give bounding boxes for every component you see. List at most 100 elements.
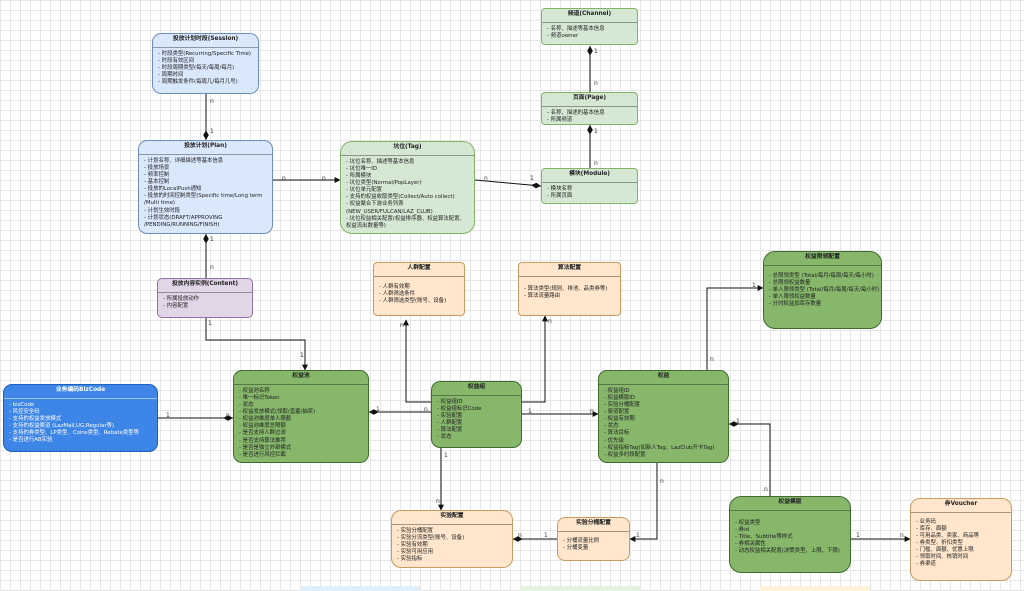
plan-title: 投放计划(Plan): [139, 141, 272, 155]
list-item: 门槛、面额、优惠上限: [916, 547, 1007, 554]
list-item: 算法目标: [604, 430, 724, 437]
list-item: 支持的权益渠道 (LazMall,UG,Regular等): [9, 423, 153, 430]
module-box[interactable]: 模块(Module) 模块名称 所属页面: [541, 168, 638, 204]
list-item: 投放的时间控制类型(Specific time/Long term /Multi…: [144, 193, 268, 207]
edge-label: n: [594, 160, 598, 167]
edge-label: n: [710, 356, 714, 363]
edge-label: n: [210, 98, 214, 105]
channel-fields: 名称、描述等基本信息 频道owner: [542, 23, 637, 42]
content-box[interactable]: 投放内容实例(Content) 所属投放动作 内容配置: [157, 278, 253, 318]
edge-label: n: [400, 322, 404, 329]
list-item: 实验指标: [397, 556, 508, 563]
edge-label: 1: [544, 532, 548, 539]
list-item: 支持的券类型、LP类型、Coins类型、Rebate类型等: [9, 430, 153, 437]
edge-content-pool: [205, 318, 308, 371]
module-fields: 模块名称 所属页面: [542, 183, 637, 202]
bucket-box[interactable]: 实验分桶配置 分桶流量比例 分桶变量: [557, 517, 630, 561]
list-item: 权益聚合下游业务列表 (NEW_USER/FULCAN/LAZ_CLUB): [346, 201, 470, 215]
limit-fields: 总限领类型 (Total/每月/每周/每天/每小时) 总限领权益数量 单人限领类…: [764, 266, 881, 311]
list-item: Title、Subtitle等样式: [735, 534, 846, 541]
list-item: 权益类型: [735, 520, 846, 527]
list-item: 频率控制: [144, 172, 268, 179]
list-item: 投放场景: [144, 165, 268, 172]
bizcode-box[interactable]: 业务编码BizCode bizCode 风控安全码 支持的权益发放模式 支持的权…: [3, 384, 158, 452]
page-fields: 名称、描述的基本信息 所属频道: [542, 107, 637, 124]
edge-group-crowd: [403, 319, 431, 403]
list-item: 权益组标识Code: [437, 406, 517, 413]
list-item: 分桶变量: [563, 545, 625, 552]
pool-box[interactable]: 权益池 权益池名称 唯一标识Token 状态 权益发放模式(领取/直塞/抽奖) …: [233, 370, 369, 463]
limit-box[interactable]: 权益限领配置 总限领类型 (Total/每月/每周/每天/每小时) 总限领权益数…: [763, 251, 882, 329]
bucket-title: 实验分桶配置: [558, 518, 629, 532]
edge-label: n: [282, 175, 286, 182]
list-item: 计划状态(DRAFT/APPROVING /PENDING/RUNNING/FI…: [144, 215, 268, 229]
partial-shape: [300, 586, 420, 591]
list-item: 优先级: [604, 438, 724, 445]
crowd-box[interactable]: 人群配置 人群有效期 人群筛选条件 人群筛选类型(账号、设备): [373, 262, 465, 316]
voucher-box[interactable]: 券Voucher 业务码 库存、面额 可用品类、卖家、商品等 券类型、折扣类型 …: [910, 498, 1012, 581]
tag-title: 坑位(Tag): [341, 142, 474, 156]
list-item: bizCode: [9, 402, 153, 409]
algo-box[interactable]: 算法配置 算法类型(规则、排池、品类券等) 算法流量路由: [518, 262, 621, 316]
experiment-title: 实验配置: [392, 511, 512, 525]
plan-fields: 计划名称、详细描述等基本信息 投放场景 频率控制 基本控制 投放的LocalPu…: [139, 155, 272, 231]
crowd-fields: 人群有效期 人群筛选条件 人群筛选类型(账号、设备): [374, 277, 464, 307]
page-box[interactable]: 页面(Page) 名称、描述的基本信息 所属频道: [541, 92, 638, 125]
voucher-title: 券Voucher: [911, 499, 1011, 513]
list-item: 是否是独立外部模式: [239, 445, 364, 452]
experiment-fields: 实验分桶配置 实验分流类型(账号、设备) 实验有效期 实验可用应用 实验指标: [392, 525, 512, 566]
list-item: 人群筛选类型(账号、设备): [379, 298, 460, 305]
list-item: 唯一标识Token: [239, 395, 364, 402]
list-item: 渠道配置: [604, 409, 724, 416]
list-item: 人群筛选条件: [379, 291, 460, 298]
limit-title: 权益限领配置: [764, 252, 881, 266]
list-item: 券类型、折扣类型: [916, 540, 1007, 547]
list-item: 坑位唯一ID: [346, 166, 470, 173]
list-item: 总限领权益数量: [769, 280, 877, 287]
list-item: 计划生效时段: [144, 208, 268, 215]
template-fields: 权益类型 券id Title、Subtitle等样式 券相关属性 动态权益相关配…: [730, 511, 850, 558]
list-item: 券id: [735, 527, 846, 534]
list-item: 权益模版ID: [604, 395, 724, 402]
benefit-fields: 权益组ID 权益模版ID 实验分桶配置 渠道配置 权益有效期 状态 算法目标 优…: [599, 385, 728, 461]
list-item: 权益池维度单人限额: [239, 416, 364, 423]
list-item: 周期时间: [158, 72, 254, 79]
list-item: 实验分流类型(账号、设备): [397, 535, 508, 542]
session-box[interactable]: 投放计划时段(Session) 时段类型(Recurring/Specific …: [152, 33, 259, 94]
channel-box[interactable]: 频道(Channel) 名称、描述等基本信息 频道owner: [541, 8, 638, 45]
group-fields: 权益组ID 权益组标识Code 实验配置 人群配置 算法配置 状态: [432, 396, 521, 444]
edge-label: n: [322, 175, 326, 182]
content-title: 投放内容实例(Content): [158, 279, 252, 293]
list-item: 支持的权益发放模式: [9, 416, 153, 423]
edge-label: 1: [166, 412, 170, 419]
experiment-box[interactable]: 实验配置 实验分桶配置 实验分流类型(账号、设备) 实验有效期 实验可用应用 实…: [391, 510, 513, 568]
list-item: 动态权益相关配置(决策类型、上限、下限): [735, 548, 846, 555]
group-box[interactable]: 权益组 权益组ID 权益组标识Code 实验配置 人群配置 算法配置 状态: [431, 381, 522, 448]
edge-label: n: [424, 406, 428, 413]
plan-box[interactable]: 投放计划(Plan) 计划名称、详细描述等基本信息 投放场景 频率控制 基本控制…: [138, 140, 273, 234]
list-item: 券相关属性: [735, 541, 846, 548]
pool-title: 权益池: [234, 371, 368, 385]
list-item: 实验可用应用: [397, 549, 508, 556]
list-item: 可用品类、卖家、商品等: [916, 533, 1007, 540]
edge-group-algo: [522, 315, 548, 403]
list-item: 算法类型(规则、排池、品类券等): [524, 286, 616, 293]
group-title: 权益组: [432, 382, 521, 396]
bucket-fields: 分桶流量比例 分桶变量: [558, 532, 629, 554]
list-item: 算法配置: [437, 427, 517, 434]
template-box[interactable]: 权益模版 权益类型 券id Title、Subtitle等样式 券相关属性 动态…: [729, 496, 851, 573]
content-fields: 所属投放动作 内容配置: [158, 293, 252, 312]
edge-label: n: [660, 478, 664, 485]
list-item: 风控安全码: [9, 409, 153, 416]
benefit-box[interactable]: 权益 权益组ID 权益模版ID 实验分桶配置 渠道配置 权益有效期 状态 算法目…: [598, 370, 729, 463]
list-item: 权益指标Tag(如新人Tag、LazClub开卡Tag): [604, 445, 724, 452]
template-title: 权益模版: [730, 497, 850, 511]
list-item: 是否支持人群过滤: [239, 430, 364, 437]
list-item: 算法流量路由: [524, 293, 616, 300]
list-item: 投放的LocalPush通知: [144, 186, 268, 193]
partial-shape: [520, 586, 640, 591]
bizcode-title: 业务编码BizCode: [4, 385, 157, 399]
tag-fields: 坑位名称、描述等基本信息 坑位唯一ID 所属模块 坑位类型(Normal/Pop…: [341, 156, 474, 232]
tag-box[interactable]: 坑位(Tag) 坑位名称、描述等基本信息 坑位唯一ID 所属模块 坑位类型(No…: [340, 141, 475, 234]
list-item: 权益池维度总限额: [239, 423, 364, 430]
